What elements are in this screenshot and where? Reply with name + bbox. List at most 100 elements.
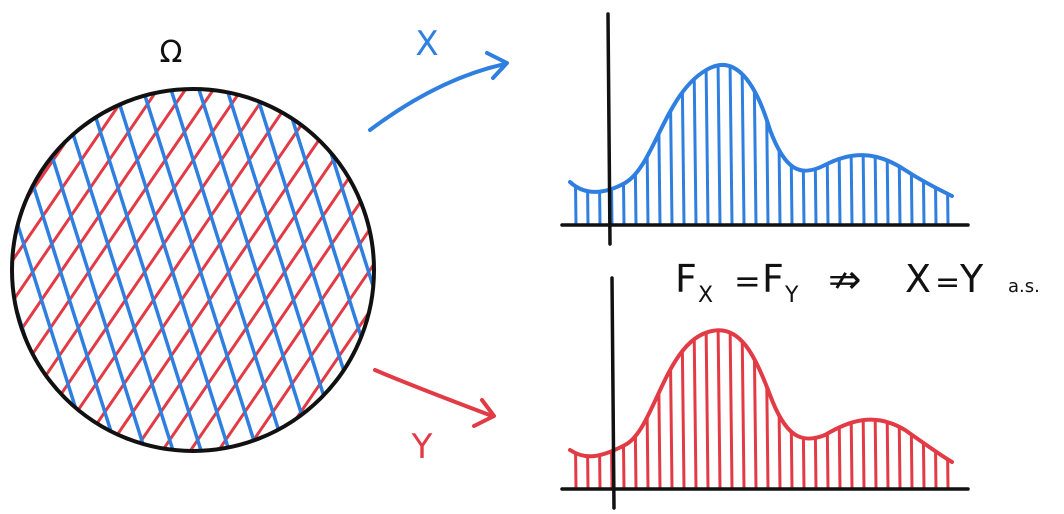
y-hatch-bar: [896, 330, 902, 490]
red-hatch-stroke: [42, 89, 306, 451]
y-distribution-plot: [560, 276, 970, 510]
y-hatch-bar: [620, 330, 626, 490]
red-hatch-stroke: [12, 89, 138, 451]
blue-hatch-stroke: [420, 80, 540, 460]
x-distribution-hatch: [572, 64, 950, 226]
x-hatch-bar: [836, 64, 842, 226]
x-hatch-bar: [884, 64, 890, 226]
red-hatch-stroke: [12, 89, 194, 451]
y-distribution-hatch: [572, 330, 950, 490]
y-hatch-bar: [656, 330, 662, 490]
blue-hatch-stroke: [166, 89, 290, 451]
eq-x: X: [905, 257, 931, 301]
y-hatch-bar: [872, 330, 878, 490]
eq-y: Y: [959, 257, 984, 301]
red-hatch-stroke: [98, 89, 362, 451]
blue-hatch-stroke: [12, 89, 94, 451]
y-density-curve: [568, 328, 954, 464]
y-hatch-bar: [740, 330, 746, 490]
x-hatch-bar: [812, 64, 818, 226]
y-hatch-bar: [920, 330, 926, 490]
x-label: X: [415, 24, 438, 64]
red-hatch-stroke: [210, 89, 374, 451]
omega-label: Ω: [160, 35, 183, 70]
x-hatch-bar: [584, 64, 590, 226]
red-hatch-stroke: [70, 89, 334, 451]
y-hatch-bar: [788, 330, 794, 490]
y-hatch-bar: [644, 330, 650, 490]
x-hatch-bar: [680, 64, 686, 226]
y-hatch-bar: [704, 330, 710, 490]
red-hatch-stroke: [126, 89, 374, 451]
red-hatch-stroke: [12, 89, 166, 451]
x-hatch-bar: [644, 64, 650, 226]
blue-hatch-stroke: [0, 80, 8, 460]
red-hatch-stroke: [14, 89, 278, 451]
x-hatch-bar: [908, 64, 914, 226]
x-hatch-bar: [752, 64, 758, 226]
y-hatch-bar: [680, 330, 686, 490]
y-hatch-bar: [572, 330, 578, 490]
y-hatch-bar: [716, 330, 722, 490]
y-hatch-bar: [692, 330, 698, 490]
x-hatch-bar: [704, 64, 710, 226]
y-hatch-bar: [944, 330, 950, 490]
x-hatch-bar: [944, 64, 950, 226]
x-hatch-bar: [740, 64, 746, 226]
x-density-curve: [568, 62, 954, 198]
eq-fx-sub: X: [698, 283, 713, 308]
eq-equals-2: =: [935, 265, 960, 300]
y-hatch-bar: [884, 330, 890, 490]
red-hatch-stroke: [380, 80, 640, 460]
blue-hatch-stroke: [110, 89, 234, 451]
red-hatch-stroke: [294, 89, 374, 451]
x-hatch-bar: [776, 64, 782, 226]
x-hatch-bar: [596, 64, 602, 226]
eq-fx: F: [675, 257, 697, 301]
x-hatch-bar: [824, 64, 830, 226]
x-hatch-bar: [872, 64, 878, 226]
x-hatch-bar: [632, 64, 638, 226]
blue-hatch-stroke: [306, 89, 374, 451]
red-hatch-stroke: [154, 89, 374, 451]
x-hatch-bar: [920, 64, 926, 226]
x-hatch-bar: [656, 64, 662, 226]
red-hatch-stroke: [492, 80, 752, 460]
x-hatch-bar: [620, 64, 626, 226]
eq-as: a.s.: [1008, 276, 1040, 297]
x-hatch-bar: [716, 64, 722, 226]
blue-hatch-stroke: [82, 89, 206, 451]
blue-hatch-stroke: [362, 89, 374, 451]
sample-space-circle: [0, 80, 752, 460]
y-hatch-bar: [860, 330, 866, 490]
blue-hatch-stroke: [54, 89, 178, 451]
y-hatch-bar: [584, 330, 590, 490]
eq-fy: F: [762, 257, 784, 301]
x-plot-y-axis: [606, 12, 612, 246]
y-hatch-bar: [932, 330, 938, 490]
y-hatch-bar: [824, 330, 830, 490]
eq-fy-sub: Y: [784, 283, 799, 308]
equation: F X = F Y ⇏ X = Y a.s.: [675, 257, 1040, 308]
x-hatch-bar: [788, 64, 794, 226]
y-hatch-bar: [800, 330, 806, 490]
y-hatch-bar: [668, 330, 674, 490]
x-hatch-bar: [800, 64, 806, 226]
y-label: Y: [411, 427, 433, 467]
blue-hatch-stroke: [278, 89, 374, 451]
y-hatch-bar: [728, 330, 734, 490]
x-hatch-bar: [668, 64, 674, 226]
x-hatch-bar: [728, 64, 734, 226]
red-hatch-stroke: [408, 80, 668, 460]
blue-hatch-stroke: [138, 89, 262, 451]
y-hatch-bar: [836, 330, 842, 490]
y-hatch-bar: [776, 330, 782, 490]
y-hatch-bar: [632, 330, 638, 490]
x-mapping-arrow: [368, 51, 509, 132]
eq-not-implies: ⇏: [828, 257, 862, 303]
x-distribution-plot: [560, 12, 970, 246]
x-hatch-bar: [692, 64, 698, 226]
y-hatch-bar: [764, 330, 770, 490]
blue-hatch-stroke: [194, 89, 318, 451]
